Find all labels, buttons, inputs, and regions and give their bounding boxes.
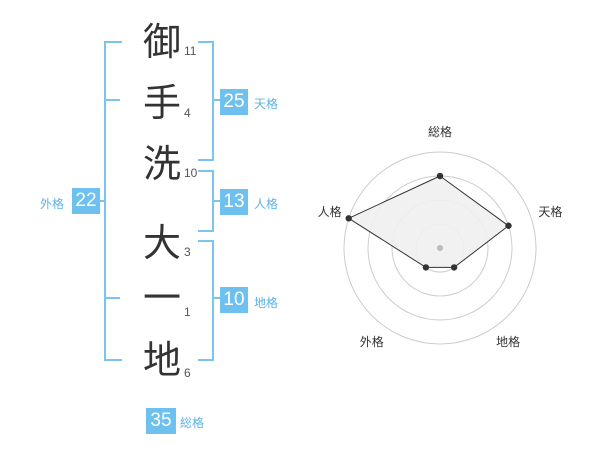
gaikaku-value-badge: 22 xyxy=(72,188,100,214)
chikaku-connector xyxy=(212,297,222,299)
stroke-count-6: 6 xyxy=(184,366,191,380)
radar-point-5 xyxy=(345,215,352,222)
stroke-count-1: 11 xyxy=(184,44,197,58)
jinkaku-value-badge: 13 xyxy=(220,189,248,215)
kanji-char-4: 大 xyxy=(142,221,181,265)
radar-axis-label-3: 地格 xyxy=(496,334,520,349)
kanji-char-1: 御 xyxy=(142,20,181,64)
gaikaku-bracket-tick-lower xyxy=(106,297,120,299)
radar-grid-ring-4 xyxy=(343,151,537,345)
soukaku-value-badge: 35 xyxy=(146,408,176,434)
gaikaku-label: 外格 xyxy=(40,197,65,211)
kanji-char-5: 一 xyxy=(142,276,181,320)
jinkaku-label: 人格 xyxy=(254,197,279,211)
chikaku-label: 地格 xyxy=(254,296,279,310)
tenkaku-label: 天格 xyxy=(254,97,279,111)
soukaku-label: 総格 xyxy=(180,416,205,430)
kanji-char-2: 手 xyxy=(142,81,181,125)
jinkaku-connector xyxy=(212,200,222,202)
radar-point-3 xyxy=(450,264,458,271)
name-breakdown-panel: 御 手 洗 大 一 地 11 4 10 3 1 6 22 外格 25 天格 13… xyxy=(40,20,279,434)
chikaku-bracket xyxy=(198,240,214,361)
tenkaku-bracket xyxy=(198,41,214,161)
radar-axis-label-2: 天格 xyxy=(538,204,562,219)
gaikaku-connector xyxy=(96,200,104,202)
radar-point-2 xyxy=(505,222,512,229)
kanji-char-3: 洗 xyxy=(142,142,181,186)
chikaku-value-badge: 10 xyxy=(220,287,248,313)
stroke-count-5: 1 xyxy=(184,305,191,319)
tenkaku-value-badge: 25 xyxy=(220,89,248,115)
radar-axis-label-1: 総格 xyxy=(428,124,452,139)
stroke-count-4: 3 xyxy=(184,245,191,259)
gaikaku-bracket-tick-upper xyxy=(106,99,120,101)
gaikaku-bracket xyxy=(104,41,122,361)
radar-point-4 xyxy=(422,264,430,271)
kanji-char-6: 地 xyxy=(142,338,181,382)
tenkaku-connector xyxy=(212,99,222,101)
radar-axis-label-5: 人格 xyxy=(318,204,342,219)
radar-point-1 xyxy=(436,172,444,180)
stroke-count-2: 4 xyxy=(184,106,191,120)
radar-value-polygon xyxy=(347,175,510,268)
stroke-count-3: 10 xyxy=(184,166,198,180)
radar-center-dot xyxy=(437,245,443,251)
radar-axis-label-4: 外格 xyxy=(360,334,384,349)
